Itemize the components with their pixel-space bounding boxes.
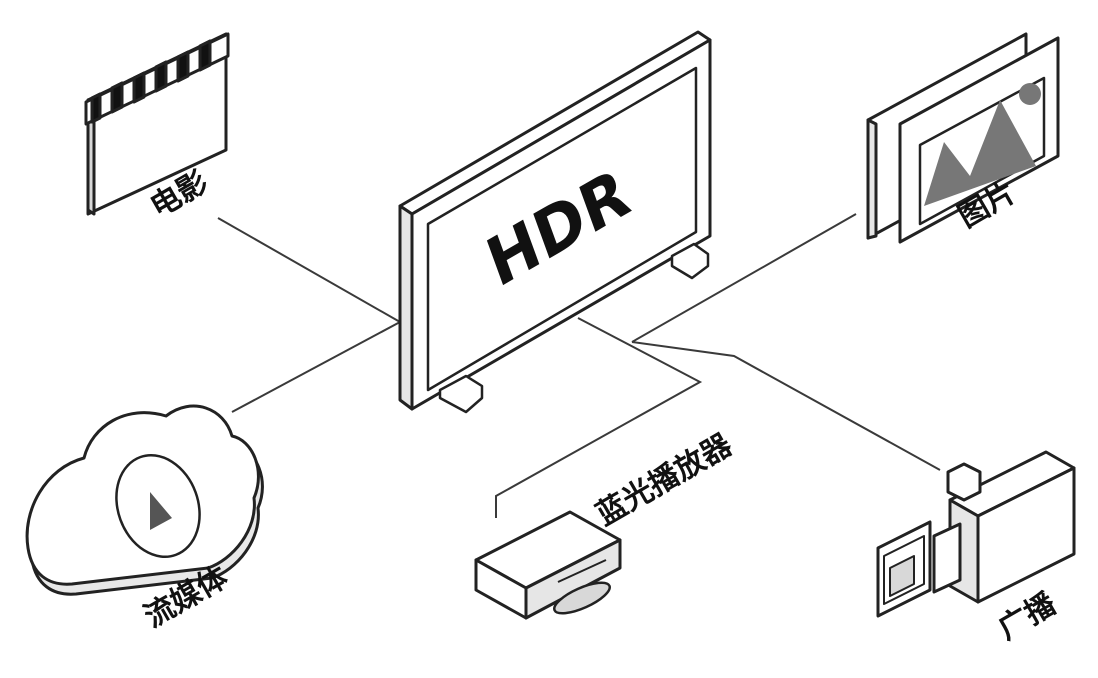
cloud-play-icon: [25, 404, 264, 596]
broadcast-camera-icon: [876, 450, 1076, 618]
broadcast-label: 广播: [993, 586, 1063, 647]
photo-frame-icon: [866, 32, 1060, 244]
bluray-player-icon: [474, 510, 622, 620]
connector-movie: [217, 217, 401, 323]
hdr-tv-icon: [398, 30, 712, 414]
connector-lines: [217, 213, 941, 518]
connector-streaming: [231, 321, 401, 413]
clapperboard-icon: [84, 32, 230, 216]
bluray-label: 蓝光播放器: [591, 427, 739, 533]
connector-photo: [631, 213, 857, 343]
connector-broadcast: [631, 341, 941, 471]
connector-bluray: [495, 317, 703, 518]
